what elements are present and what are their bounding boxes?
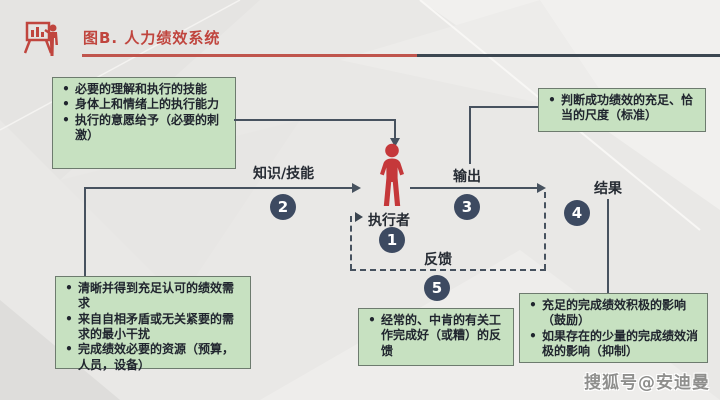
bullet-glyph: • xyxy=(368,313,376,327)
box-feedback-quality: • 经常的、中肯的有关工作完成好（或糟）的反馈 xyxy=(358,308,514,366)
label-knowledge-skills: 知识/技能 xyxy=(253,166,315,182)
label-result: 结果 xyxy=(594,181,622,197)
connector-standards-h xyxy=(469,106,538,108)
box-standards: • 判断成功绩效的充足、恰当的尺度（标准） xyxy=(538,88,706,132)
abilities-list: • 必要的理解和执行的技能 • 身体上和情绪上的执行能力 • 执行的意愿给予（必要的刺… xyxy=(57,82,229,143)
abilities-item-1: 必要的理解和执行的技能 xyxy=(75,82,208,96)
list-item: • 充足的完成绩效积极的影响（鼓励） xyxy=(524,298,701,329)
list-item: • 如果存在的少量的完成绩效消极的影响（抑制） xyxy=(524,329,701,360)
label-feedback: 反馈 xyxy=(424,252,452,268)
feedback-loop-left xyxy=(350,216,352,270)
consequences-item-2: 如果存在的少量的完成绩效消极的影响（抑制） xyxy=(542,328,699,359)
list-item: • 完成绩效必要的资源（预算，人员，设备） xyxy=(60,342,244,373)
list-item: • 必要的理解和执行的技能 xyxy=(57,82,229,97)
title-underline-dark xyxy=(417,54,720,57)
step-circle-2: 2 xyxy=(270,194,296,220)
connector-result-to-consequences xyxy=(607,199,609,293)
bullet-glyph: • xyxy=(529,298,537,312)
step-circle-1: 1 xyxy=(379,227,405,253)
connector-requirements-up xyxy=(84,188,86,276)
list-item: • 执行的意愿给予（必要的刺激） xyxy=(57,113,229,144)
feedback-list: • 经常的、中肯的有关工作完成好（或糟）的反馈 xyxy=(363,313,507,359)
abilities-item-3: 执行的意愿给予（必要的刺激） xyxy=(75,112,220,143)
connector-abilities-to-performer-v xyxy=(394,119,396,139)
list-item: • 判断成功绩效的充足、恰当的尺度（标准） xyxy=(543,93,699,124)
arrowhead-right-performer xyxy=(352,183,361,193)
bullet-glyph: • xyxy=(529,328,537,343)
feedback-item-1: 经常的、中肯的有关工作完成好（或糟）的反馈 xyxy=(381,313,502,358)
list-item: • 身体上和情绪上的执行能力 xyxy=(57,97,229,112)
performer-person-icon xyxy=(380,143,404,206)
arrowhead-feedback-performer xyxy=(355,212,363,222)
connector-output-arrow xyxy=(410,187,538,189)
title-underline-red xyxy=(82,54,417,57)
bullet-glyph: • xyxy=(548,93,556,107)
requirements-item-3: 完成绩效必要的资源（预算，人员，设备） xyxy=(78,342,235,372)
feedback-loop-bottom xyxy=(350,269,546,271)
bullet-glyph: • xyxy=(62,97,70,112)
bullet-glyph: • xyxy=(65,311,73,326)
box-requirements: • 清晰并得到充足认可的绩效需求 • 来自自相矛盾或无关紧要的需求的最小干扰 • 完成… xyxy=(55,276,251,372)
bullet-glyph: • xyxy=(65,342,73,357)
requirements-list: • 清晰并得到充足认可的绩效需求 • 来自自相矛盾或无关紧要的需求的最小干扰 • 完成… xyxy=(60,281,244,373)
consequences-item-1: 充足的完成绩效积极的影响（鼓励） xyxy=(542,298,687,328)
step-circle-4: 4 xyxy=(564,200,590,226)
page-title: 图B. 人力绩效系统 xyxy=(83,29,221,47)
box-consequences: • 充足的完成绩效积极的影响（鼓励） • 如果存在的少量的完成绩效消极的影响（抑制） xyxy=(519,293,708,363)
step-circle-3: 3 xyxy=(454,194,480,220)
connector-knowledge-arrow xyxy=(84,187,354,189)
abilities-item-2: 身体上和情绪上的执行能力 xyxy=(75,97,220,112)
bullet-glyph: • xyxy=(62,82,70,96)
connector-standards-v xyxy=(469,106,471,164)
requirements-item-1: 清晰并得到充足认可的绩效需求 xyxy=(78,281,235,311)
label-output: 输出 xyxy=(453,169,481,185)
arrowhead-down-performer xyxy=(390,138,400,147)
list-item: • 清晰并得到充足认可的绩效需求 xyxy=(60,281,244,312)
list-item: • 来自自相矛盾或无关紧要的需求的最小干扰 xyxy=(60,312,244,343)
bullet-glyph: • xyxy=(62,112,70,127)
presenter-board-icon xyxy=(24,21,58,56)
feedback-loop-right xyxy=(544,192,546,270)
standards-item-1: 判断成功绩效的充足、恰当的尺度（标准） xyxy=(561,93,694,123)
connector-abilities-to-performer-h xyxy=(234,119,395,121)
bullet-glyph: • xyxy=(65,281,73,295)
sohu-watermark: 搜狐号@安迪曼 xyxy=(584,373,710,393)
arrowhead-right-output xyxy=(537,183,546,193)
label-performer: 执行者 xyxy=(368,213,410,229)
standards-list: • 判断成功绩效的充足、恰当的尺度（标准） xyxy=(543,93,699,124)
step-circle-5: 5 xyxy=(424,275,450,301)
list-item: • 经常的、中肯的有关工作完成好（或糟）的反馈 xyxy=(363,313,507,359)
box-abilities: • 必要的理解和执行的技能 • 身体上和情绪上的执行能力 • 执行的意愿给予（必要的刺… xyxy=(52,77,236,169)
requirements-item-2: 来自自相矛盾或无关紧要的需求的最小干扰 xyxy=(78,311,235,342)
consequences-list: • 充足的完成绩效积极的影响（鼓励） • 如果存在的少量的完成绩效消极的影响（抑制） xyxy=(524,298,701,359)
